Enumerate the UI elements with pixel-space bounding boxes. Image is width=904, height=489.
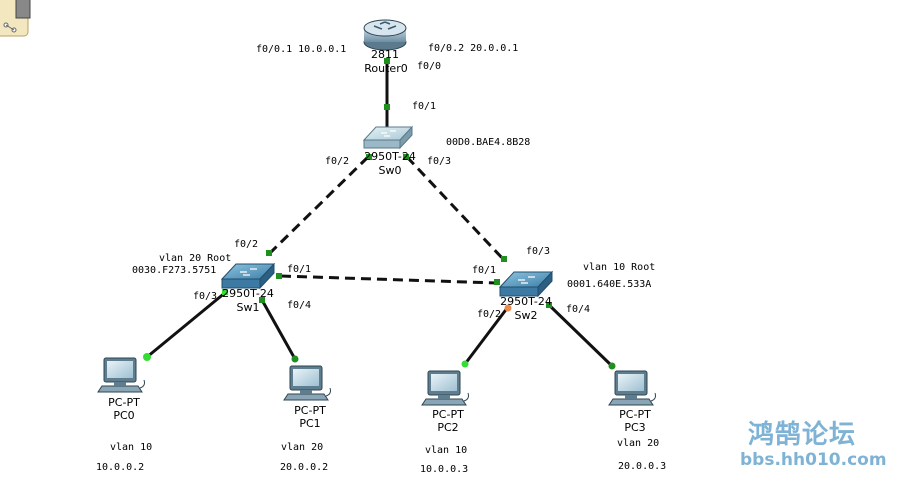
port-light	[494, 279, 500, 285]
link-sw1-pc1	[260, 299, 297, 360]
pc-type: PC-PT	[619, 408, 651, 421]
port-light	[259, 297, 265, 303]
pc-icon[interactable]	[283, 365, 331, 401]
port-label: f0/2	[234, 239, 259, 250]
link-sw2-pc3	[547, 303, 614, 368]
port-light	[384, 104, 390, 110]
pc-name: PC0	[113, 409, 135, 422]
switch-model: 2950T-24	[500, 295, 552, 308]
port-light	[143, 353, 151, 361]
port-light	[222, 289, 228, 295]
pc-icon[interactable]	[97, 357, 145, 393]
vlan-label: vlan 10	[110, 442, 153, 453]
vlan-label: vlan 20	[617, 438, 660, 449]
pc-name: PC2	[437, 421, 459, 434]
root-label: vlan 20 Root	[159, 253, 232, 264]
port-label: f0/1	[287, 264, 312, 275]
link-sw0-sw1	[268, 155, 370, 255]
link-sw1-sw2	[280, 274, 498, 285]
port-light	[291, 355, 299, 363]
app-corner-icon[interactable]	[0, 0, 31, 37]
port-label: f0/2	[325, 156, 350, 167]
port-lights	[143, 58, 616, 370]
pc-name: PC3	[624, 421, 646, 434]
port-light-blocked	[504, 304, 512, 312]
port-light	[384, 58, 390, 64]
port-label: f0/4	[287, 300, 312, 311]
vlan-label: vlan 20	[281, 442, 324, 453]
port-light	[546, 302, 552, 308]
router-model: 2811	[371, 48, 399, 61]
switch-model: 2950T-24	[364, 150, 416, 163]
switch-name: Sw2	[514, 309, 538, 322]
switch-icon[interactable]	[362, 125, 414, 150]
port-label: f0/1	[412, 101, 437, 112]
pc-icon[interactable]	[421, 370, 469, 406]
ip-label: 10.0.0.2	[96, 462, 145, 473]
port-light	[276, 273, 282, 279]
mac-address: 0001.640E.533A	[567, 279, 652, 290]
pc-type: PC-PT	[294, 404, 326, 417]
ip-label: 20.0.0.2	[280, 462, 329, 473]
router-subif-label: f0/0.1 10.0.0.1	[256, 44, 347, 55]
port-light	[501, 256, 507, 262]
router-name: Router0	[364, 62, 408, 75]
vlan-label: vlan 10	[425, 445, 468, 456]
port-light	[608, 362, 616, 370]
router-icon[interactable]	[363, 19, 407, 51]
ip-label: 10.0.0.3	[420, 464, 469, 475]
port-label: f0/0	[417, 61, 442, 72]
ip-label: 20.0.0.3	[618, 461, 667, 472]
switch-model: 2950T-24	[222, 287, 274, 300]
port-light	[403, 154, 409, 160]
port-light	[461, 360, 469, 368]
switch-name: Sw1	[236, 301, 260, 314]
pc-type: PC-PT	[432, 408, 464, 421]
switch-icon[interactable]	[220, 262, 276, 290]
mac-address: 00D0.BAE4.8B28	[446, 137, 531, 148]
switch-name: Sw0	[378, 164, 402, 177]
links	[146, 60, 614, 368]
pc-name: PC1	[299, 417, 321, 430]
root-label: vlan 10 Root	[583, 262, 656, 273]
router-subif-label: f0/0.2 20.0.0.1	[428, 43, 519, 54]
link-sw2-pc2	[463, 306, 510, 365]
link-sw0-sw2	[405, 155, 506, 262]
link-sw1-pc0	[146, 290, 227, 359]
pc-icon[interactable]	[608, 370, 656, 406]
port-label: f0/3	[526, 246, 551, 257]
port-label: f0/4	[566, 304, 591, 315]
watermark-url: bbs.hh010.com	[740, 450, 887, 470]
port-label: f0/3	[427, 156, 452, 167]
port-light	[266, 250, 272, 256]
port-label: f0/3	[193, 291, 218, 302]
port-label: f0/2	[477, 309, 502, 320]
watermark-title: 鸿鹄论坛	[748, 420, 857, 450]
port-light	[366, 154, 372, 160]
port-label: f0/1	[472, 265, 497, 276]
switch-icon[interactable]	[498, 270, 554, 298]
mac-address: 0030.F273.5751	[132, 265, 217, 276]
pc-type: PC-PT	[108, 396, 140, 409]
